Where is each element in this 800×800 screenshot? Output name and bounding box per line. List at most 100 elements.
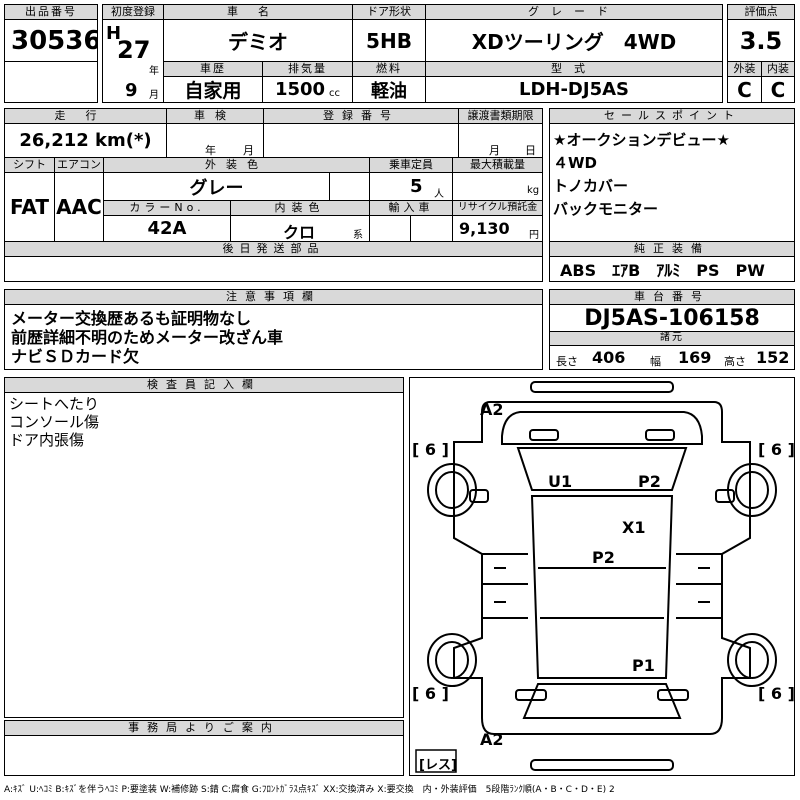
transfer-box: 月 日 xyxy=(458,123,543,158)
year-unit: 年 xyxy=(149,66,159,77)
displacement-unit: cc xyxy=(329,88,341,99)
displacement: 1500 xyxy=(274,79,326,100)
equipment: ABS ｴｱB ｱﾙﾐ PS PW xyxy=(549,256,795,282)
door-label: ドア形状 xyxy=(352,4,426,20)
lot-number-label: 出品番号 xyxy=(4,4,98,20)
mileage-label: 走行 xyxy=(4,108,167,124)
sales-item: トノカバー xyxy=(553,177,629,195)
score-label: 評価点 xyxy=(727,4,795,20)
note-line: メーター交換歴あるも証明物なし xyxy=(11,309,252,328)
height-label: 高さ xyxy=(724,355,746,368)
damage-mark: P2 xyxy=(638,472,661,491)
chassis-label: 車台番号 xyxy=(549,289,795,305)
displacement-label: 排気量 xyxy=(262,61,353,77)
notes-box: メーター交換歴あるも証明物なし 前歴詳細不明のためメーター改ざん車 ナビＳＤカー… xyxy=(4,304,543,370)
tire-front-left: [ 6 ] xyxy=(412,440,449,459)
color-blank xyxy=(329,172,370,201)
inspection-label: 車検 xyxy=(166,108,264,124)
import-box xyxy=(369,215,453,242)
interior-grade: C xyxy=(761,76,795,103)
history: 自家用 xyxy=(163,76,263,103)
length-label: 長さ xyxy=(556,355,578,368)
color-label: 外装色 xyxy=(103,157,370,173)
shift-label: シフト xyxy=(4,157,55,173)
plate-label: 登録番号 xyxy=(263,108,459,124)
legend: A:ｷｽﾞ U:ﾍｺﾐ B:ｷｽﾞを伴うﾍｺﾐ P:要塗装 W:補修跡 S:錆 … xyxy=(4,785,615,795)
interior-color-box: クロ 系 xyxy=(230,215,370,242)
recycle-unit: 円 xyxy=(529,230,539,241)
tire-rear-right: [ 6 ] xyxy=(758,684,795,703)
load-box: kg xyxy=(452,172,543,201)
inspector-box: シートへたり コンソール傷 ドア内張傷 xyxy=(4,392,404,718)
height: 152 xyxy=(756,348,790,367)
model-code-label: 型式 xyxy=(425,61,723,77)
interior-label: 内装 xyxy=(761,61,795,77)
door: 5HB xyxy=(352,19,426,62)
transfer-month-unit: 月 xyxy=(489,144,500,157)
load-unit: kg xyxy=(527,185,540,196)
office-box xyxy=(4,735,404,776)
sales-item: ４WD xyxy=(553,154,597,172)
car-diagram: [ 6 ] [ 6 ] [ 6 ] [ 6 ] A2 U1 P2 X1 P2 P… xyxy=(409,377,795,776)
note-line: 前歴詳細不明のためメーター改ざん車 xyxy=(11,328,284,347)
era: H xyxy=(106,23,122,44)
car-name: デミオ xyxy=(163,19,353,62)
inspector-label: 検査員記入欄 xyxy=(4,377,404,393)
score: 3.5 xyxy=(727,19,795,62)
reg-year: 27 xyxy=(117,36,151,64)
load-label: 最大積載量 xyxy=(452,157,543,173)
spec-label: 諸元 xyxy=(549,331,795,346)
capacity-box: 5 人 xyxy=(369,172,453,201)
insp-month-unit: 月 xyxy=(243,144,254,157)
month-unit: 月 xyxy=(149,90,159,101)
color-no-label: カラーNo. xyxy=(103,200,231,216)
damage-mark: A2 xyxy=(480,730,504,749)
inspector-line: シートへたり xyxy=(9,395,100,413)
tire-front-right: [ 6 ] xyxy=(758,440,795,459)
damage-mark: P2 xyxy=(592,548,615,567)
damage-mark: P1 xyxy=(632,656,655,675)
chassis-number: DJ5AS-106158 xyxy=(549,304,795,332)
notes-label: 注意事項欄 xyxy=(4,289,543,305)
length: 406 xyxy=(592,348,626,367)
first-reg-label: 初度登録 xyxy=(102,4,164,20)
damage-mark: X1 xyxy=(622,518,646,537)
mileage: 26,212 km(*) xyxy=(4,123,167,158)
later-parts-label: 後日発送部品 xyxy=(4,241,543,257)
damage-mark: U1 xyxy=(548,472,573,491)
history-label: 車歴 xyxy=(163,61,263,77)
spare-tire: [レス] xyxy=(419,758,457,773)
capacity-label: 乗車定員 xyxy=(369,157,453,173)
insp-year-unit: 年 xyxy=(205,144,216,157)
width: 169 xyxy=(678,348,712,367)
fuel: 軽油 xyxy=(352,76,426,103)
inspector-line: コンソール傷 xyxy=(9,413,100,431)
capacity: 5 xyxy=(410,176,423,197)
transfer-label: 譲渡書類期限 xyxy=(458,108,543,124)
sales-label: セールスポイント xyxy=(549,108,795,124)
recycle-box: 9,130 円 xyxy=(452,215,543,242)
recycle: 9,130 xyxy=(459,219,510,238)
plate-box xyxy=(263,123,459,158)
exterior-label: 外装 xyxy=(727,61,762,77)
note-line: ナビＳＤカード欠 xyxy=(11,347,140,366)
sales-item: バックモニター xyxy=(553,200,659,218)
car-name-label: 車名 xyxy=(163,4,353,20)
equipment-label: 純正装備 xyxy=(549,241,795,257)
grade: XDツーリング 4WD xyxy=(425,19,723,62)
transfer-day-unit: 日 xyxy=(525,144,536,157)
reg-month: 9 xyxy=(125,80,138,101)
lot-number: 30536 xyxy=(4,19,98,62)
color: グレー xyxy=(103,172,330,201)
sales-box: ★オークションデビュー★ ４WD トノカバー バックモニター xyxy=(549,123,795,242)
import-label: 輸入車 xyxy=(369,200,453,216)
grade-label: グレード xyxy=(425,4,723,20)
first-reg-box: H 27 年 9 月 xyxy=(102,19,164,103)
interior-color: クロ xyxy=(283,223,316,242)
color-no: 42A xyxy=(103,215,231,242)
displacement-box: 1500 cc xyxy=(262,76,353,103)
ac-label: エアコン xyxy=(54,157,104,173)
lot-number-blank xyxy=(4,61,98,103)
interior-color-unit: 系 xyxy=(353,230,363,241)
damage-mark: A2 xyxy=(480,400,504,419)
